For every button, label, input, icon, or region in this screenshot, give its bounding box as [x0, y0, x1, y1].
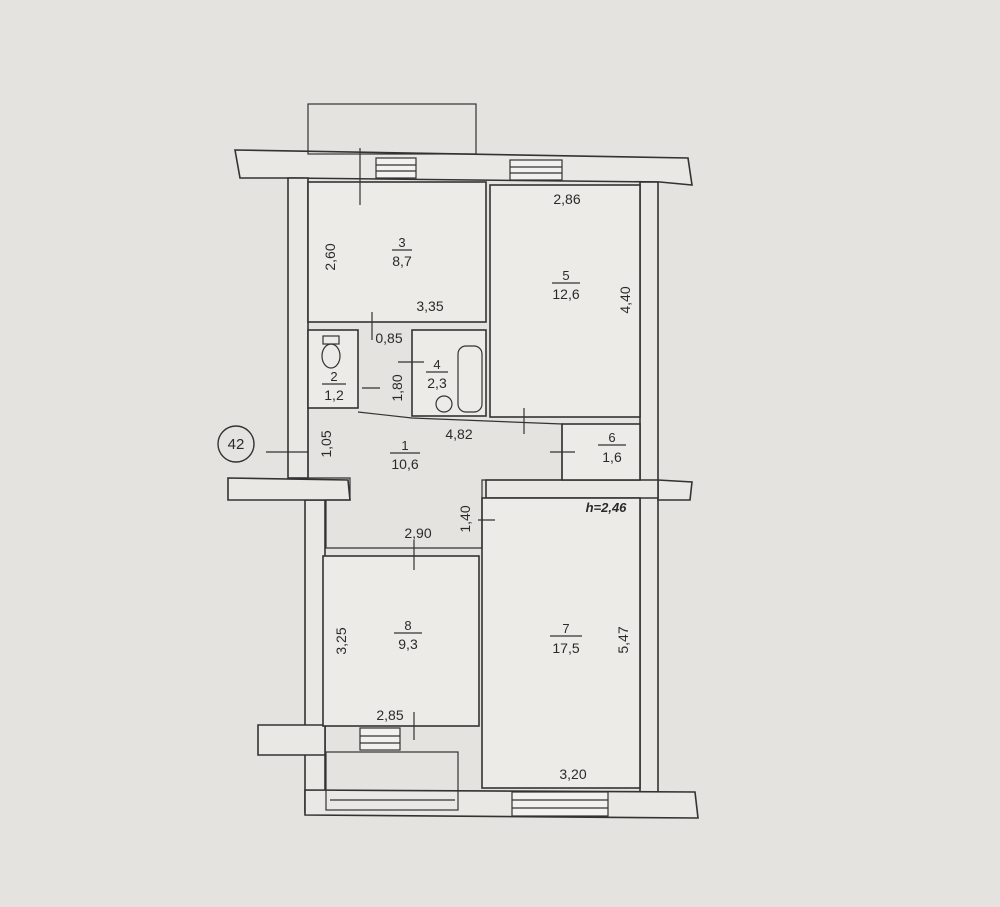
room-1: [307, 408, 563, 549]
room-5-number: 5: [562, 268, 569, 283]
room-7-number: 7: [562, 621, 569, 636]
room-1-number: 1: [401, 438, 408, 453]
balcony-top: [307, 103, 477, 155]
rooms: [307, 181, 641, 789]
room-5: [489, 184, 641, 418]
room-labels: 3 8,7 5 12,6 2 1,2 4 2,3 1 10,6 6 1,6 7 …: [322, 235, 626, 656]
room-2: [307, 329, 359, 409]
dim-r5-height: 4,40: [617, 286, 633, 313]
dim-r3-width: 3,35: [416, 298, 443, 314]
bathtub-icon: [457, 345, 483, 413]
dim-r3-height: 2,60: [322, 243, 338, 270]
room-3-area: 8,7: [392, 253, 412, 269]
dim-passage: 1,40: [457, 505, 473, 532]
room-2-area: 1,2: [324, 387, 344, 403]
room-1-area: 10,6: [391, 456, 418, 472]
building-number: 42: [228, 436, 245, 453]
dim-r5-width: 2,86: [553, 191, 580, 207]
room-6-number: 6: [608, 430, 615, 445]
room-4-number: 4: [433, 357, 440, 372]
dim-door-085: 0,85: [375, 330, 402, 346]
door-marks: [266, 148, 575, 740]
room-4-area: 2,3: [427, 375, 447, 391]
balcony-bottom: [325, 751, 459, 811]
room-7-area: 17,5: [552, 640, 579, 656]
sink-icon: [435, 395, 453, 413]
room-8-number: 8: [404, 618, 411, 633]
room-4: [411, 329, 487, 417]
fixtures: [321, 335, 483, 413]
dim-hall-height: 1,05: [318, 430, 334, 457]
ceiling-height-note: h=2,46: [586, 500, 628, 515]
dim-r4-height: 1,80: [389, 374, 405, 401]
dim-r8-height: 3,25: [333, 627, 349, 654]
dim-r8-top: 2,90: [404, 525, 431, 541]
dim-r8-bottom: 2,85: [376, 707, 403, 723]
dimensions: 2,60 3,35 2,86 4,40 0,85 1,80 4,82 1,05 …: [318, 191, 633, 782]
room-8-area: 9,3: [398, 636, 418, 652]
dim-r7-bottom: 3,20: [559, 766, 586, 782]
dim-hall-width: 4,82: [445, 426, 472, 442]
room-3: [307, 181, 487, 323]
windows: [359, 157, 609, 817]
room-8: [322, 555, 480, 727]
room-5-area: 12,6: [552, 286, 579, 302]
room-7: [481, 497, 641, 789]
room-3-number: 3: [398, 235, 405, 250]
room-2-number: 2: [330, 369, 337, 384]
room-6-area: 1,6: [602, 449, 622, 465]
building-number-circle: [217, 425, 255, 463]
dim-r7-height: 5,47: [615, 626, 631, 653]
